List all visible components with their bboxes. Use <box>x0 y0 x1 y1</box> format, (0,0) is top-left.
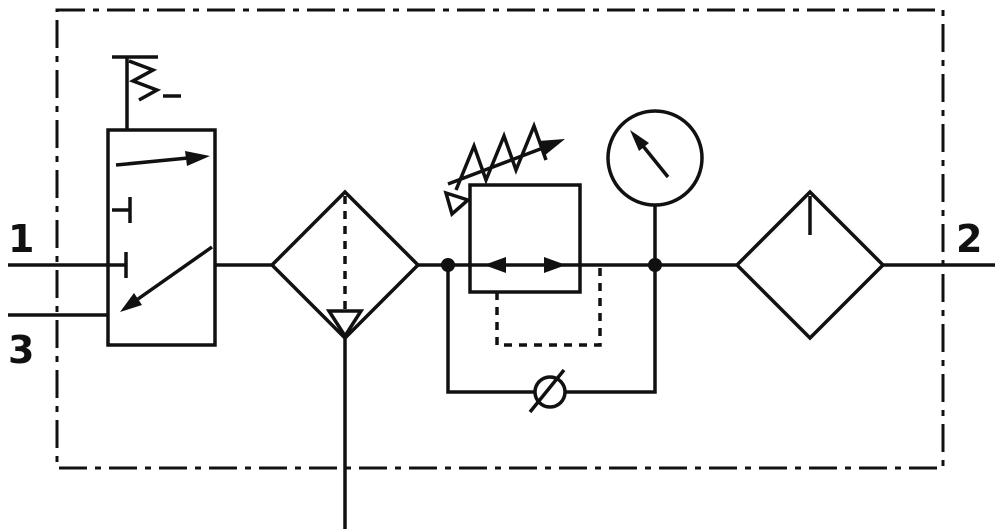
check-valve <box>528 368 567 414</box>
enclosure-border <box>55 8 945 470</box>
regulator-spring-icon <box>454 121 548 191</box>
valve-actuator-spring <box>112 55 181 130</box>
junction-dot-gauge <box>648 258 662 272</box>
lubricator <box>734 189 886 341</box>
regulator-arrowhead-right-icon <box>544 257 566 273</box>
valve-flow-arrow-line <box>115 156 189 167</box>
port-3-label: 3 <box>8 328 34 372</box>
port-1-label: 1 <box>8 217 34 261</box>
port-3: 3 <box>8 313 108 372</box>
pressure-gauge <box>606 109 704 265</box>
enclosure-outline <box>55 8 945 470</box>
port-2: 2 <box>883 217 995 267</box>
lubricator-diamond <box>734 189 886 341</box>
bypass-branch <box>446 265 657 414</box>
filter-drain-triangle-icon <box>325 309 365 340</box>
check-valve-seat-line <box>528 368 566 414</box>
gauge-needle-line <box>641 144 670 179</box>
pressure-regulator <box>443 121 602 347</box>
shutoff-valve <box>106 55 217 347</box>
gauge-dial <box>606 109 704 207</box>
regulator-adjustment-arrow-line <box>447 146 544 186</box>
junction-dot-filter-outlet <box>441 258 455 272</box>
regulator-arrowhead-left-icon <box>484 257 506 273</box>
regulator-relief-vent-icon <box>443 190 472 218</box>
port-2-label: 2 <box>956 217 982 261</box>
check-valve-ball-icon <box>533 375 567 409</box>
gauge-needle-arrowhead-icon <box>630 130 649 151</box>
regulator-adjustment-arrowhead-icon <box>538 139 565 156</box>
regulator-body <box>468 183 582 294</box>
valve-flow-arrowhead-icon <box>185 151 210 166</box>
actuator-spring-icon <box>128 59 162 102</box>
valve-exhaust-arrow-line <box>136 245 214 301</box>
port-1: 1 <box>8 217 108 267</box>
valve-body <box>106 128 217 347</box>
filter-separator <box>269 189 421 529</box>
valve-exhaust-arrowhead-icon <box>120 293 142 312</box>
